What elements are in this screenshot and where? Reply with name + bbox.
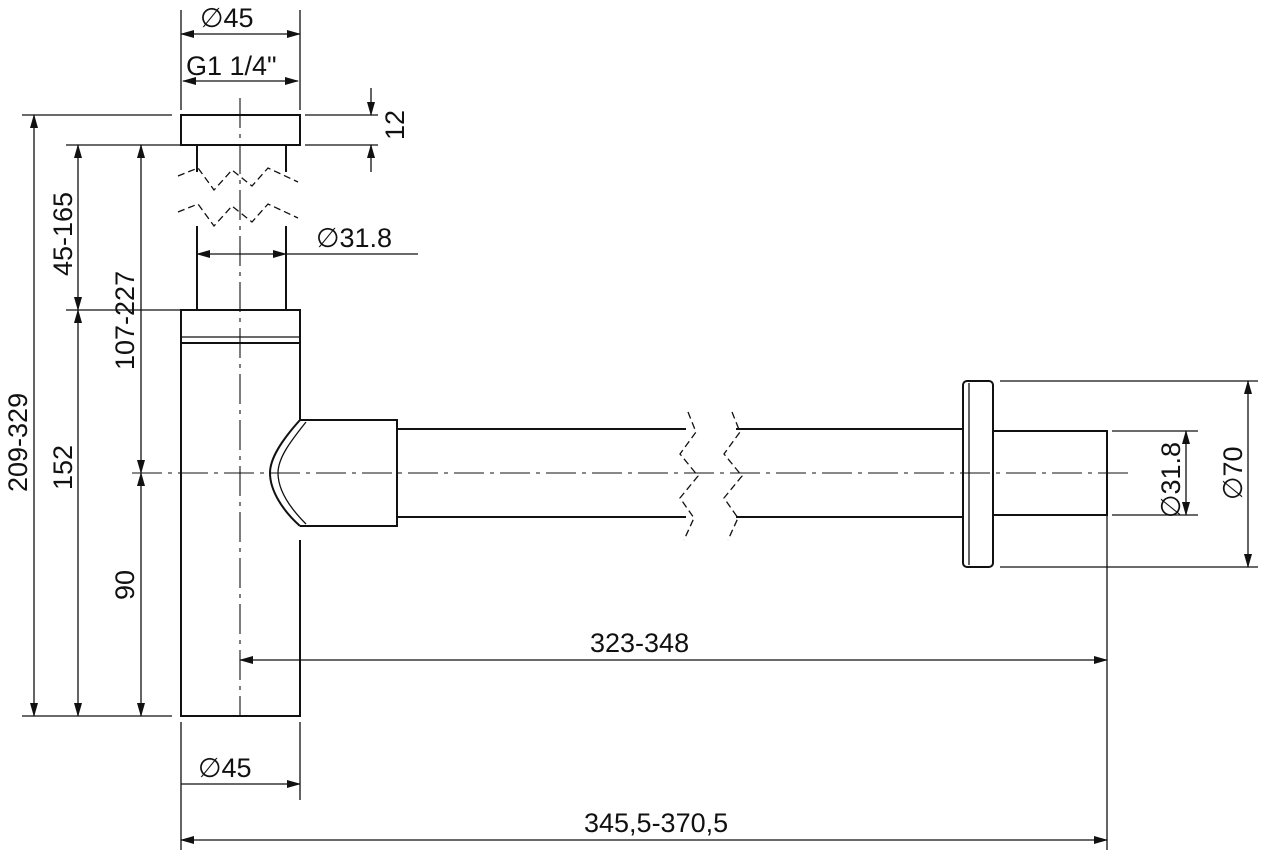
- wall-flange: [962, 380, 994, 568]
- dim-text-height-90: 90: [110, 570, 140, 600]
- dim-text-thread: G1 1/4": [186, 51, 277, 81]
- outlet-break-line-left: [679, 411, 699, 541]
- trap-body: [180, 343, 301, 717]
- wall-tube: [992, 430, 1108, 516]
- dim-text-flange-diameter: ∅70: [1218, 446, 1248, 500]
- dim-text-outlet-diameter: ∅31.8: [1156, 442, 1186, 518]
- tailpipe-break-line-upper: [177, 167, 299, 192]
- dim-text-range-107-227: 107-227: [110, 271, 140, 370]
- top-cap: [180, 114, 301, 146]
- outlet-break-line-right: [723, 411, 743, 541]
- dim-text-cap-height: 12: [380, 110, 410, 140]
- dim-text-height-152: 152: [48, 445, 78, 490]
- dim-text-tube-diameter: ∅31.8: [316, 223, 392, 253]
- trap-nut: [180, 309, 301, 344]
- dim-text-range-45-165: 45-165: [48, 192, 78, 276]
- dim-text-total-width: 345,5-370,5: [584, 808, 728, 838]
- tailpipe-break-line-lower: [177, 203, 299, 228]
- dim-text-top-diameter: ∅45: [200, 3, 254, 33]
- dim-text-horizontal-323-348: 323-348: [590, 628, 689, 658]
- dim-text-total-height: 209-329: [3, 393, 33, 492]
- tee-branch: [300, 419, 398, 527]
- dim-text-bottom-diameter: ∅45: [198, 753, 252, 783]
